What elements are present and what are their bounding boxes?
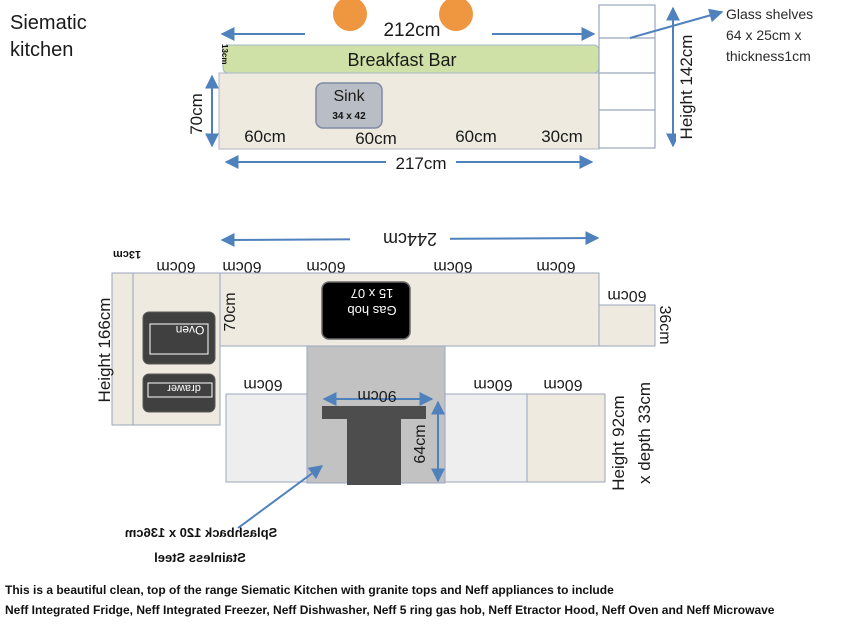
splashback-height-label: 64cm xyxy=(412,424,429,463)
stool-left xyxy=(333,0,367,31)
tall-depth-label: 70cm xyxy=(222,292,239,331)
splashback-pointer xyxy=(237,465,324,529)
gas-hob-size: 15 x 07 xyxy=(351,286,394,301)
splashback-width-label: 90cm xyxy=(357,387,396,404)
island-left-unit xyxy=(225,393,309,483)
glass-shelves-pointer xyxy=(629,8,724,39)
gas-hob-label: Gas hob xyxy=(347,303,396,318)
bar-depth-label: 13cm xyxy=(220,44,229,64)
label-142-bg xyxy=(676,22,698,148)
top-segment-1: 60cm xyxy=(244,127,286,146)
description-line-2: Neff Integrated Fridge, Neff Integrated … xyxy=(5,603,775,617)
hood-bar xyxy=(322,406,426,419)
top-segment-4: 30cm xyxy=(541,127,583,146)
island-right-label-1: 60cm xyxy=(473,376,512,393)
glass-shelves-line-3: thickness1cm xyxy=(726,48,811,64)
right-wall-unit xyxy=(598,304,656,347)
tall-end-panel xyxy=(111,272,134,426)
tall-height-label: Height 166cm xyxy=(95,298,114,403)
splashback-note-line-1: Splashback 120 x 136cm xyxy=(125,525,278,540)
glass-shelves-line-1: Glass shelves xyxy=(726,6,813,22)
island-right-unit-1 xyxy=(444,393,528,483)
shelf-height-label: Height 142cm xyxy=(677,35,696,140)
title-line-1: Siematic xyxy=(10,12,87,34)
top-total-label: 217cm xyxy=(395,154,446,173)
title-line-2: kitchen xyxy=(10,39,73,61)
wall-segment-2: 60cm xyxy=(222,258,261,275)
glass-shelves-line-2: 64 x 25cm x xyxy=(726,27,801,43)
splashback-note-line-2: Stainless Steel xyxy=(154,550,246,565)
top-worktop xyxy=(218,72,600,150)
top-depth-label: 70cm xyxy=(187,93,206,135)
gas-hob xyxy=(321,281,411,340)
top-segment-3: 60cm xyxy=(455,127,497,146)
wall-segment-5: 60cm xyxy=(536,258,575,275)
bottom-end-label: 13cm xyxy=(113,248,141,260)
sink xyxy=(315,82,383,129)
right-unit-width: 60cm xyxy=(607,287,646,304)
hood-body xyxy=(347,419,401,485)
oven-window xyxy=(149,323,209,355)
island-right-unit-2 xyxy=(526,393,606,483)
drawer-window xyxy=(147,382,213,398)
breakfast-bar-label: Breakfast Bar xyxy=(347,50,456,70)
bottom-total-label: 244cm xyxy=(383,229,437,249)
island-left-label: 60cm xyxy=(243,376,282,393)
island-right-label-2: 60cm xyxy=(543,376,582,393)
drawer-label: drawer xyxy=(167,382,201,394)
top-segment-2: 60cm xyxy=(355,129,397,148)
label-217-bg xyxy=(386,150,456,172)
label-244-bg xyxy=(350,226,450,250)
shelf-unit xyxy=(598,4,656,149)
oven xyxy=(142,311,216,365)
sink-size: 34 x 42 xyxy=(332,111,366,122)
sink-label: Sink xyxy=(333,88,365,105)
oven-label: Oven xyxy=(176,323,205,337)
wall-segment-4: 60cm xyxy=(433,258,472,275)
island-depth-label: x depth 33cm xyxy=(635,382,654,484)
island-height-label: Height 92cm xyxy=(609,395,628,490)
top-width-label: 212cm xyxy=(383,20,440,41)
stool-right xyxy=(439,0,473,31)
description-line-1: This is a beautiful clean, top of the ra… xyxy=(5,583,614,597)
wall-segment-3: 60cm xyxy=(306,258,345,275)
right-unit-depth: 36cm xyxy=(656,305,673,344)
wall-segment-1: 60cm xyxy=(156,258,195,275)
